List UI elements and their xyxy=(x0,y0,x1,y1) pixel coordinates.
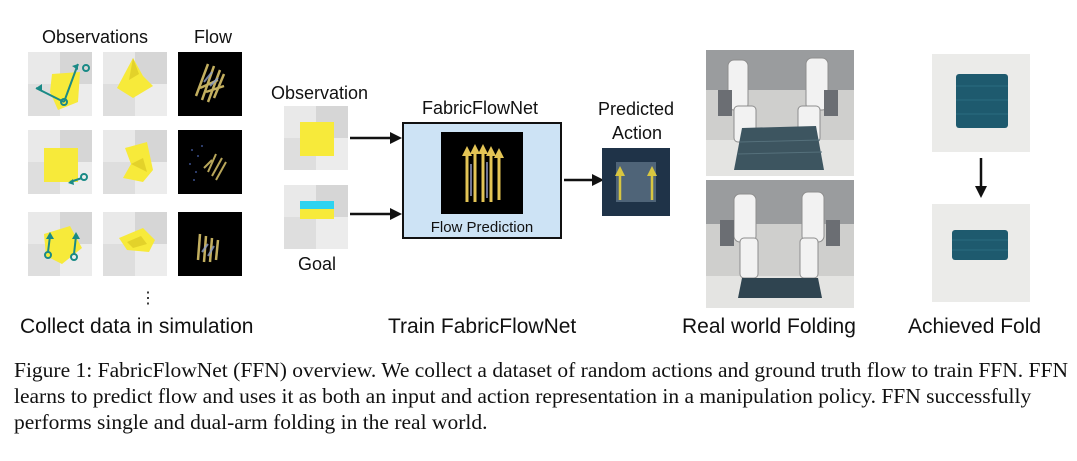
goal-label: Goal xyxy=(298,254,337,274)
fabricflownet-box: Flow Prediction xyxy=(402,122,562,239)
predicted-label: Predicted xyxy=(598,99,675,119)
achieved-fold-start-photo xyxy=(932,54,1030,152)
achieved-fold-label: Achieved Fold xyxy=(908,315,1042,338)
sim-observation-1a xyxy=(28,52,92,116)
sim-flow-3 xyxy=(178,212,242,276)
real-world-folding-label: Real world Folding xyxy=(682,315,856,338)
fold-result-arrow xyxy=(975,158,987,198)
train-fabricflownet-label: Train FabricFlowNet xyxy=(388,315,577,338)
input-goal-image xyxy=(284,185,348,249)
sim-observation-3a xyxy=(28,212,92,276)
observations-column-label: Observations xyxy=(42,27,149,47)
more-data-ellipsis: ⋮ xyxy=(140,290,156,307)
action-label: Action xyxy=(612,123,663,143)
input-arrows xyxy=(350,132,402,220)
sim-observation-3b xyxy=(103,212,167,276)
sim-observation-2b xyxy=(103,130,167,194)
observation-label: Observation xyxy=(271,83,369,103)
real-world-photo-before xyxy=(706,50,854,176)
predicted-action-image xyxy=(602,148,670,216)
real-world-photo-after xyxy=(706,180,854,308)
input-observation-image xyxy=(284,106,348,170)
sim-flow-2 xyxy=(178,130,242,194)
flow-column-label: Flow xyxy=(194,27,233,47)
collect-data-label: Collect data in simulation xyxy=(20,315,254,338)
flow-prediction-label: Flow Prediction xyxy=(430,219,534,236)
sim-flow-1 xyxy=(178,52,242,116)
sim-observation-1b xyxy=(103,52,167,116)
output-arrow xyxy=(564,174,604,186)
figure-caption: Figure 1: FabricFlowNet (FFN) overview. … xyxy=(14,358,1068,434)
flow-prediction-image xyxy=(441,132,523,214)
fabricflownet-title: FabricFlowNet xyxy=(422,98,539,118)
sim-observation-2a xyxy=(28,130,92,194)
achieved-fold-result-photo xyxy=(932,204,1030,302)
